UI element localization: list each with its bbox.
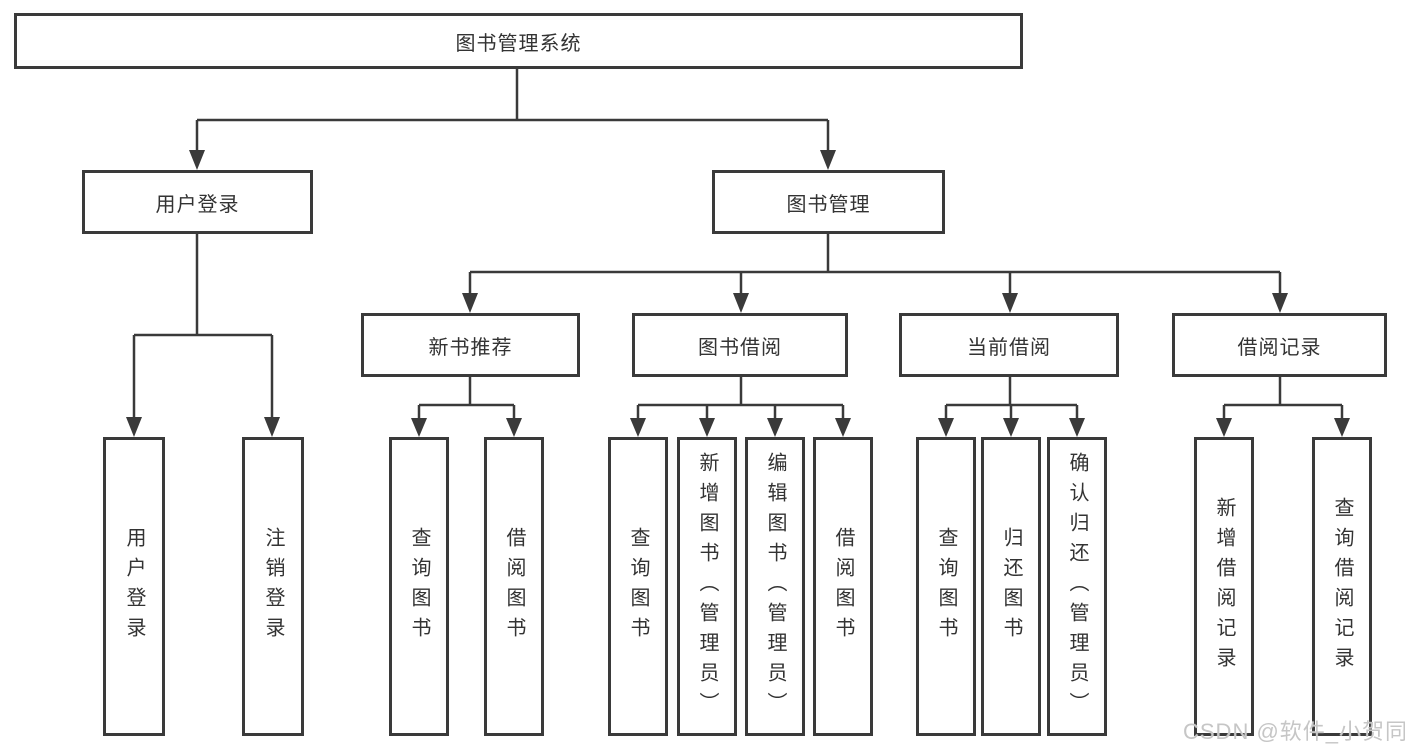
node-new-book-recommendation: 新书推荐 — [361, 313, 580, 377]
node-return-books: 归还图书 — [981, 437, 1041, 736]
node-add-books-admin: 新增图书（管理员） — [677, 437, 737, 736]
node-query-books-borrowing: 查询图书 — [608, 437, 668, 736]
node-borrowing-records: 借阅记录 — [1172, 313, 1387, 377]
node-borrow-books-recommend: 借阅图书 — [484, 437, 544, 736]
node-label: 用户登录 — [123, 526, 145, 647]
node-user-login-leaf: 用户登录 — [103, 437, 165, 736]
node-label: 注销登录 — [262, 526, 284, 647]
node-book-borrowing: 图书借阅 — [632, 313, 848, 377]
node-label: 借阅图书 — [832, 526, 854, 647]
node-query-borrow-record: 查询借阅记录 — [1312, 437, 1372, 736]
node-book-management: 图书管理 — [712, 170, 945, 234]
node-label: 查询图书 — [935, 526, 957, 647]
node-edit-books-admin: 编辑图书（管理员） — [745, 437, 805, 736]
node-logout-leaf: 注销登录 — [242, 437, 304, 736]
node-label: 编辑图书（管理员） — [764, 451, 786, 722]
node-label: 查询图书 — [627, 526, 649, 647]
node-label: 确认归还（管理员） — [1066, 451, 1088, 722]
node-label: 借阅图书 — [503, 526, 525, 647]
node-label: 查询借阅记录 — [1331, 496, 1353, 677]
node-label: 查询图书 — [408, 526, 430, 647]
node-query-books-recommend: 查询图书 — [389, 437, 449, 736]
node-borrow-books-borrowing: 借阅图书 — [813, 437, 873, 736]
node-confirm-return-admin: 确认归还（管理员） — [1047, 437, 1107, 736]
csdn-watermark: CSDN @软件_小贺同学 — [1183, 719, 1405, 744]
node-label: 归还图书 — [1000, 526, 1022, 647]
node-query-books-current: 查询图书 — [916, 437, 976, 736]
node-add-borrow-record: 新增借阅记录 — [1194, 437, 1254, 736]
node-label: 新增图书（管理员） — [696, 451, 718, 722]
node-user-login: 用户登录 — [82, 170, 313, 234]
node-library-management-system: 图书管理系统 — [14, 13, 1023, 69]
node-current-borrowing: 当前借阅 — [899, 313, 1119, 377]
node-label: 新增借阅记录 — [1213, 496, 1235, 677]
